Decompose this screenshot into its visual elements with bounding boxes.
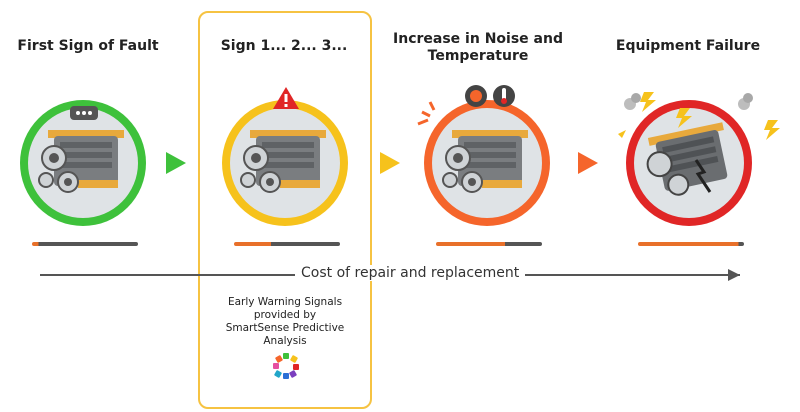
cost-gauge-stage-3: [436, 242, 542, 246]
cost-gauge-stage-1: [32, 242, 138, 246]
stage-circle-first-sign: [20, 100, 146, 226]
early-warning-line-3: SmartSense Predictive Analysis: [225, 322, 345, 347]
dots-bubble-icon: [70, 106, 98, 120]
lightning-icon: [618, 92, 780, 140]
stage-circle-noise-temp: [424, 100, 550, 226]
early-warning-highlight: [198, 11, 372, 409]
stage-circle-equipment-failure: [626, 100, 752, 226]
noise-lines-icon: [417, 101, 436, 126]
stage-title-noise-temp: Increase in Noise and Temperature: [393, 31, 563, 64]
arrow-stage-3-to-4: [578, 152, 598, 174]
stage-title-equipment-failure: Equipment Failure: [615, 38, 761, 54]
cost-axis-label: Cost of repair and replacement: [295, 265, 526, 281]
early-warning-text: Early Warning Signals provided by SmartS…: [205, 296, 365, 348]
smartsense-logo-icon: [273, 353, 299, 379]
arrow-stage-1-to-2: [166, 152, 186, 174]
early-warning-line-2: provided by: [253, 309, 317, 321]
engine-illustration: [634, 108, 744, 218]
engine-illustration: [230, 108, 340, 218]
cost-axis-arrowhead: [728, 269, 740, 281]
stage-circle-sign-count: [222, 100, 348, 226]
cost-gauge-stage-4: [638, 242, 744, 246]
stage-title-sign-count: Sign 1... 2... 3...: [220, 38, 348, 54]
warning-icon: [273, 87, 299, 109]
cost-gauge-stage-2: [234, 242, 340, 246]
early-warning-line-1: Early Warning Signals: [227, 296, 343, 308]
engine-illustration: [432, 108, 542, 218]
arrow-stage-2-to-3: [380, 152, 400, 174]
stage-title-first-sign: First Sign of Fault: [17, 38, 159, 54]
engine-illustration: [28, 108, 138, 218]
thermometer-icon: [465, 85, 515, 107]
